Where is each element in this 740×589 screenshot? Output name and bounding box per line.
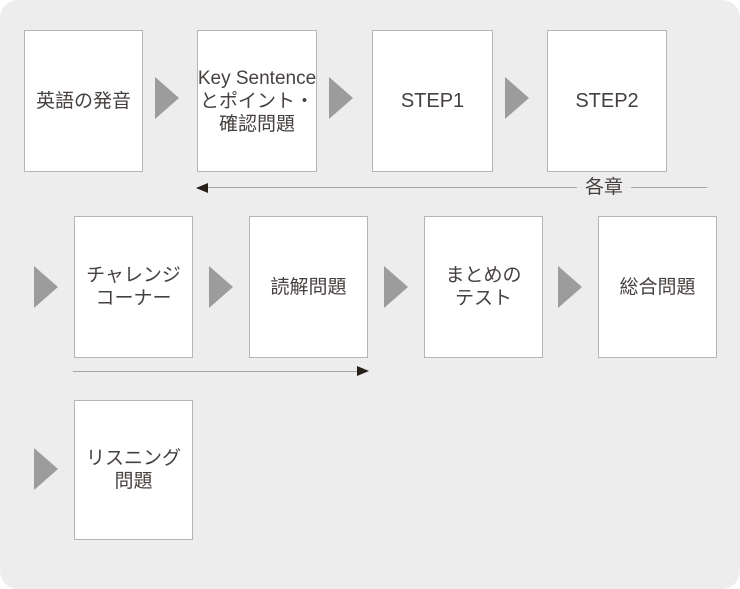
box-step1: STEP1 [372,30,493,172]
box-english-pronunciation: 英語の発音 [24,30,143,172]
box-key-sentence: Key Sentence とポイント・ 確認問題 [197,30,317,172]
box-label: リスニング [85,448,181,469]
box-label: とポイント・ [199,90,314,112]
chapter-label: 各章 [577,176,632,200]
flow-arrow-icon [34,266,58,308]
box-label: 問題 [114,471,153,492]
arrow-left-icon [196,183,208,193]
box-label: Key Sentence [197,67,317,89]
box-label: コーナー [95,288,172,309]
box-listening-problems: リスニング 問題 [74,400,193,540]
chapter-loop-line [197,187,707,188]
flow-arrow-icon [384,266,408,308]
flow-arrow-icon [209,266,233,308]
flow-arrow-icon [329,77,353,119]
flow-arrow-icon [34,448,58,490]
box-label: STEP1 [400,89,465,112]
flow-arrow-icon [155,77,179,119]
box-label: 総合問題 [619,276,696,298]
box-label: まとめの [445,265,522,286]
flow-arrow-icon [558,266,582,308]
row2-flow-line [73,371,361,372]
box-label: テスト [454,288,512,309]
box-label: STEP2 [575,89,639,112]
box-summary-test: まとめの テスト [424,216,543,358]
box-label: 確認問題 [218,113,295,135]
box-comprehensive-problems: 総合問題 [598,216,717,358]
box-reading-problems: 読解問題 [249,216,368,358]
box-label: チャレンジ [86,265,181,286]
box-challenge-corner: チャレンジ コーナー [74,216,193,358]
box-label: 読解問題 [270,276,347,298]
box-step2: STEP2 [547,30,667,172]
arrow-right-icon [357,366,369,376]
flow-arrow-icon [505,77,529,119]
box-label: 英語の発音 [35,90,131,112]
